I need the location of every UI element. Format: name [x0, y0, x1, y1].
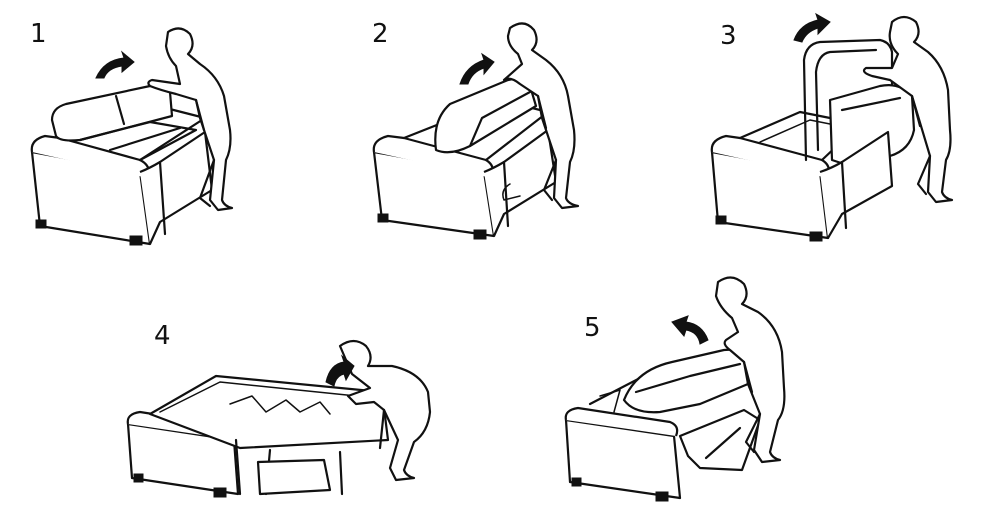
- step-4: 4: [126, 321, 432, 498]
- step-number: 3: [720, 21, 737, 51]
- step-2: 2: [372, 19, 580, 240]
- person-silhouette-icon: [502, 22, 580, 210]
- sofa-bed-icon: [564, 348, 762, 502]
- sofa-bed-icon: [126, 374, 390, 498]
- step-number: 2: [372, 19, 389, 49]
- person-silhouette-icon: [147, 27, 234, 212]
- step-number: 1: [30, 19, 47, 49]
- step-number: 5: [584, 313, 601, 343]
- sofa-bed-icon: [30, 84, 214, 246]
- curved-arrow-icon: [793, 12, 831, 43]
- step-1: 1: [30, 19, 234, 246]
- sofa-bed-icon: [372, 77, 558, 240]
- sofa-bed-icon: [710, 38, 916, 242]
- curved-arrow-icon: [459, 52, 495, 85]
- person-silhouette-icon: [714, 276, 786, 464]
- curved-arrow-icon: [95, 50, 135, 79]
- step-number: 4: [154, 321, 171, 351]
- person-silhouette-icon: [862, 15, 954, 204]
- person-silhouette-icon: [338, 339, 432, 482]
- step-5: 5: [564, 276, 786, 502]
- curved-arrow-icon: [325, 354, 355, 387]
- step-3: 3: [710, 12, 954, 242]
- curved-arrow-icon: [671, 315, 709, 345]
